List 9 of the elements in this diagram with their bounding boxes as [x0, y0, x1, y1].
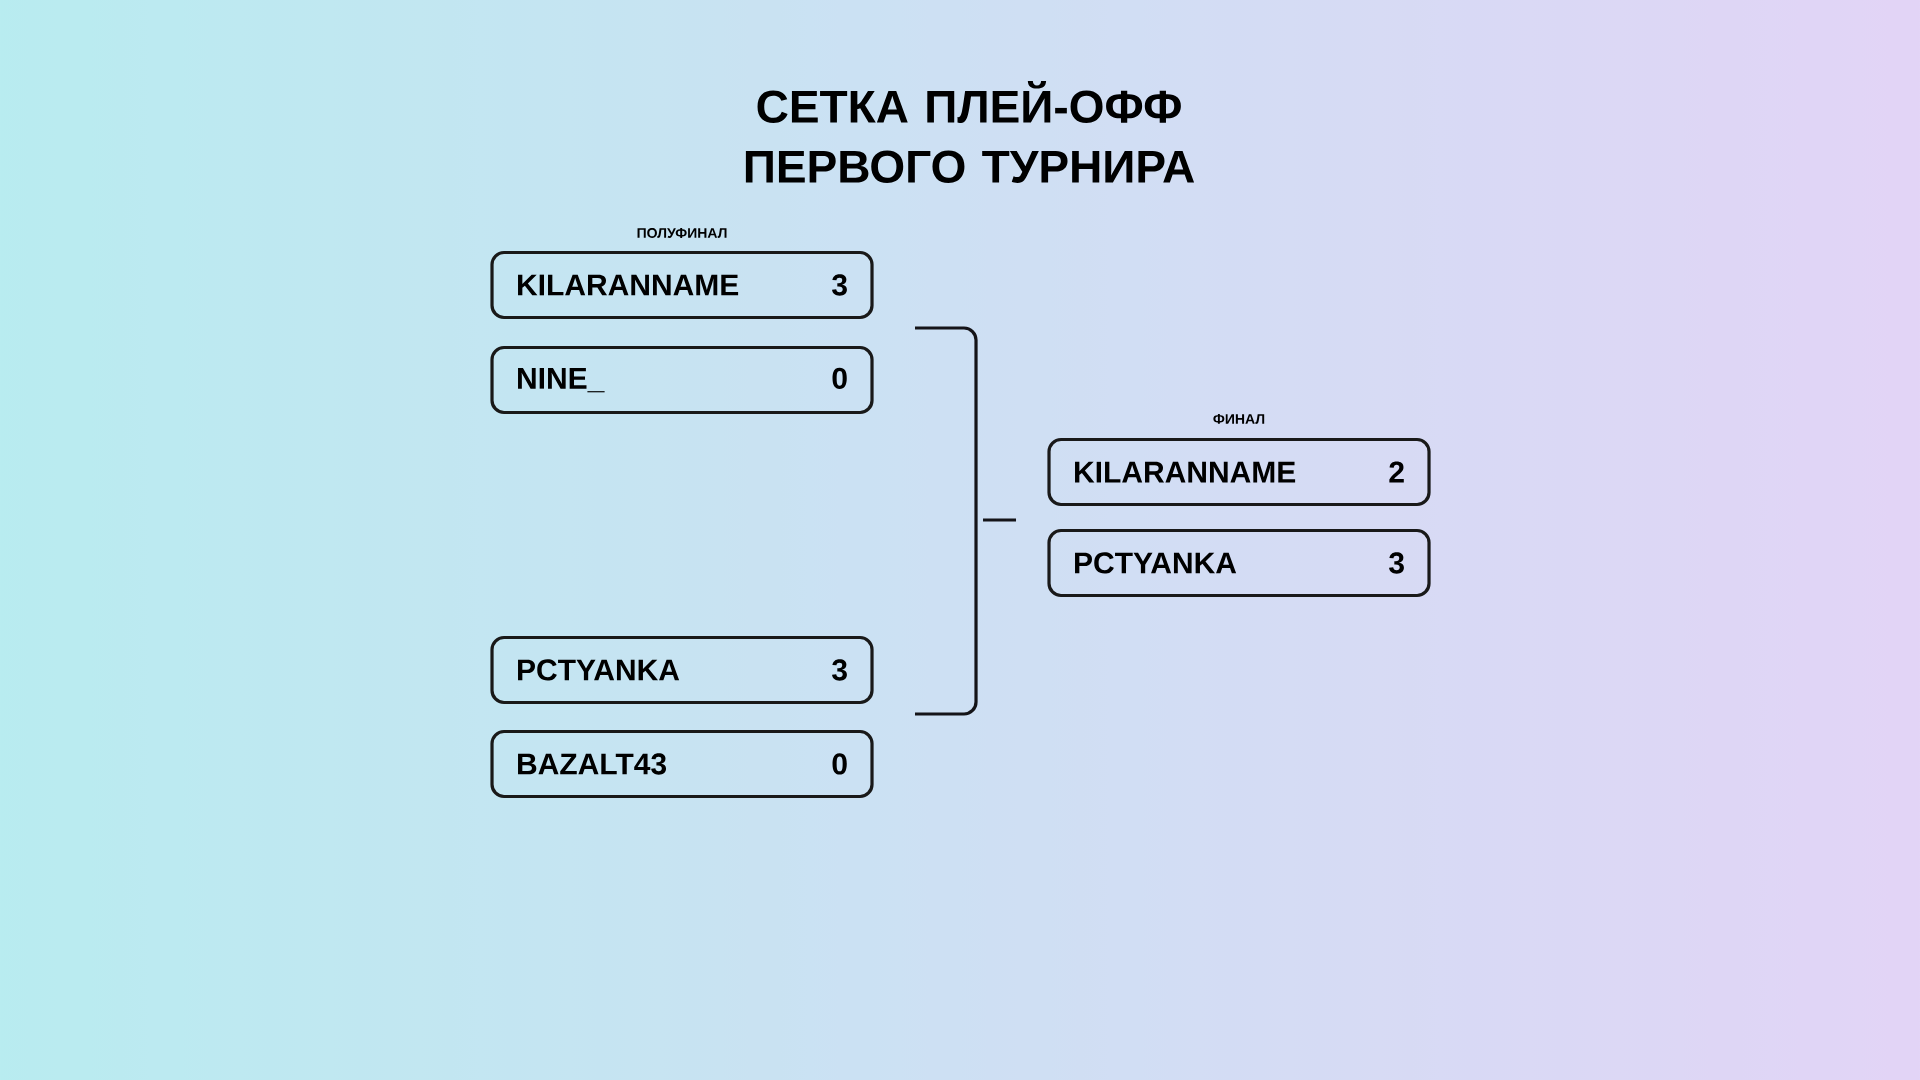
player-box: PCTYANKA 3	[490, 635, 874, 705]
round-label: ПОЛУФИНАЛ	[637, 228, 727, 238]
player-box: KILARANNAME 2	[1047, 437, 1431, 507]
round-label: ФИНАЛ	[1213, 414, 1265, 424]
player-box: NINE_ 0	[490, 345, 874, 415]
player-box: BAZALT43 0	[490, 729, 874, 799]
player-box: KILARANNAME 3	[490, 250, 874, 320]
player-box: PCTYANKA 3	[1047, 528, 1431, 598]
title: СЕТКА ПЛЕЙ-ОФФ ПЕРВОГО ТУРНИРА	[745, 80, 1195, 184]
